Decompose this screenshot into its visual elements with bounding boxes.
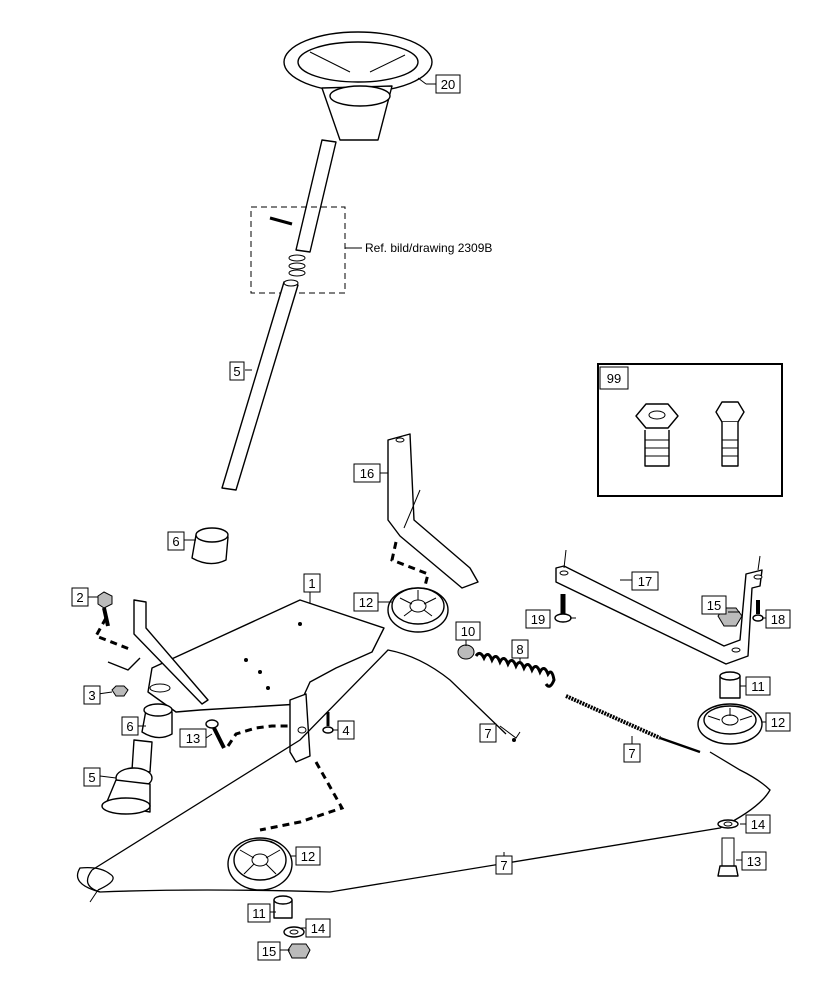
svg-text:14: 14	[311, 921, 325, 936]
callout-7-hook: 7	[479, 723, 497, 743]
threaded-rod	[565, 694, 701, 754]
svg-text:5: 5	[88, 770, 95, 785]
assembly-line	[226, 724, 292, 747]
svg-text:1: 1	[308, 576, 315, 591]
base-plate	[147, 599, 385, 713]
bushing-upper	[191, 527, 229, 565]
svg-text:11: 11	[751, 679, 765, 694]
svg-text:18: 18	[771, 612, 785, 627]
bolt-13-upper	[205, 719, 226, 749]
callout-5-lower: 5	[83, 767, 101, 787]
bushing-lower	[141, 703, 173, 739]
leader-lines	[88, 77, 766, 951]
steering-gear	[101, 739, 153, 815]
callout-20: 20	[435, 74, 461, 94]
svg-text:12: 12	[359, 595, 373, 610]
pulley-12-right	[697, 703, 763, 745]
assembly-line	[390, 541, 430, 591]
assembly-line	[259, 761, 345, 832]
svg-text:20: 20	[441, 77, 455, 92]
hardware-inset: 99	[597, 363, 783, 497]
callout-8: 8	[511, 639, 529, 659]
svg-text:8: 8	[516, 642, 523, 657]
callout-15-lower: 15	[257, 941, 281, 961]
callout-15-right: 15	[701, 595, 727, 615]
assembly-line	[93, 617, 133, 652]
svg-text:5: 5	[233, 364, 240, 379]
flange-nut-icon	[635, 403, 679, 467]
callout-11-lower: 11	[247, 903, 271, 923]
callout-16: 16	[353, 463, 381, 483]
spacer-11-right	[719, 671, 741, 699]
bolt-2	[97, 591, 113, 627]
pin-and-washers	[269, 216, 306, 277]
steering-bracket	[107, 599, 209, 705]
svg-text:16: 16	[360, 466, 374, 481]
svg-text:15: 15	[262, 944, 276, 959]
washer-14-right	[717, 819, 739, 829]
callout-13-upper: 13	[179, 728, 207, 748]
svg-text:4: 4	[342, 723, 349, 738]
svg-text:2: 2	[76, 590, 83, 605]
svg-text:7: 7	[484, 726, 491, 741]
callout-12-center: 12	[353, 592, 379, 612]
callout-7-rod: 7	[623, 743, 641, 763]
svg-text:7: 7	[628, 746, 635, 761]
washer-14-lower	[283, 926, 305, 938]
callout-10: 10	[455, 621, 481, 641]
svg-text:17: 17	[638, 574, 652, 589]
bolt-icon	[715, 401, 745, 467]
upper-steering-column	[295, 139, 337, 253]
svg-text:3: 3	[88, 688, 95, 703]
callout-12-lower: 12	[295, 846, 321, 866]
callout-14-lower: 14	[305, 918, 331, 938]
bracket-16	[387, 433, 479, 589]
steering-shaft	[221, 279, 299, 491]
svg-text:6: 6	[172, 534, 179, 549]
screw-18	[752, 600, 764, 622]
callout-13-right: 13	[741, 851, 767, 871]
callout-6-upper: 6	[167, 531, 185, 551]
svg-text:7: 7	[500, 858, 507, 873]
spacer-11-lower	[273, 895, 293, 919]
nut-10	[457, 644, 475, 660]
support-plate	[289, 693, 311, 763]
callout-12-right: 12	[765, 712, 791, 732]
svg-text:14: 14	[751, 817, 765, 832]
callout-17: 17	[631, 571, 659, 591]
callout-4: 4	[337, 720, 355, 740]
bracket-17	[555, 549, 763, 665]
svg-text:6: 6	[126, 719, 133, 734]
svg-text:10: 10	[461, 624, 475, 639]
cable-7	[76, 649, 771, 903]
pulley-12-lower	[227, 837, 293, 891]
svg-text:13: 13	[747, 854, 761, 869]
callout-1: 1	[303, 573, 321, 593]
pulley-12-center	[387, 587, 449, 633]
callout-5-upper: 5	[229, 361, 245, 381]
callout-2: 2	[71, 587, 89, 607]
svg-text:19: 19	[531, 612, 545, 627]
callout-18: 18	[765, 609, 791, 629]
cable-hook	[499, 725, 521, 742]
bolt-19	[554, 594, 572, 623]
nut-3	[111, 685, 129, 697]
callout-19: 19	[525, 609, 551, 629]
nut-15-lower	[287, 943, 311, 959]
callout-11-right: 11	[745, 676, 771, 696]
svg-text:12: 12	[771, 715, 785, 730]
svg-text:11: 11	[252, 906, 266, 921]
svg-text:12: 12	[301, 849, 315, 864]
svg-text:13: 13	[186, 731, 200, 746]
inset-label: 99	[607, 371, 621, 386]
callout-6-lower: 6	[121, 716, 139, 736]
callout-7-cable: 7	[495, 855, 513, 875]
callout-14-right: 14	[745, 814, 771, 834]
reference-note: Ref. bild/drawing 2309B	[365, 241, 492, 255]
callout-3: 3	[83, 685, 101, 705]
svg-text:15: 15	[707, 598, 721, 613]
steering-wheel	[283, 31, 433, 141]
bolt-13-right	[717, 837, 739, 877]
